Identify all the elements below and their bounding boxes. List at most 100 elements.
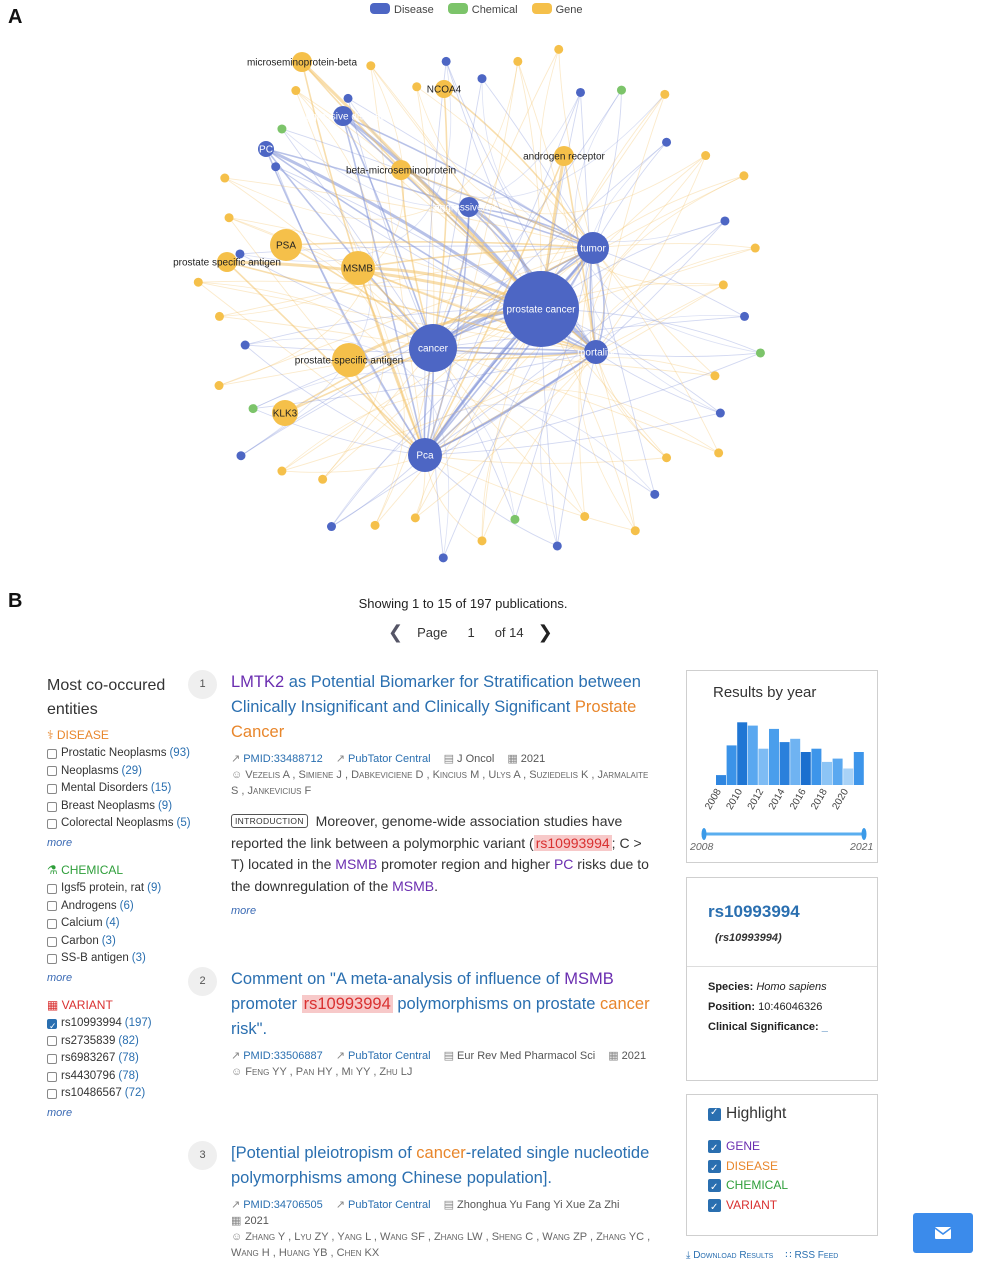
checkbox[interactable] xyxy=(47,1089,57,1100)
network-node[interactable] xyxy=(459,197,479,217)
checkbox-checked[interactable] xyxy=(708,1198,721,1217)
year-bar[interactable] xyxy=(790,738,801,785)
network-node[interactable] xyxy=(193,277,203,287)
checkbox[interactable] xyxy=(47,766,57,777)
entity-item[interactable]: rs2735839(82) xyxy=(47,1033,212,1051)
highlight-disease[interactable]: DISEASE xyxy=(708,1157,877,1178)
pmid-link[interactable]: PMID:33488712 xyxy=(243,753,323,765)
range-handle[interactable] xyxy=(701,828,707,840)
network-node[interactable] xyxy=(477,536,487,546)
checkbox[interactable] xyxy=(47,901,57,912)
network-node[interactable] xyxy=(718,280,728,290)
checkbox[interactable] xyxy=(47,783,57,794)
year-bar[interactable] xyxy=(853,752,864,785)
network-node[interactable] xyxy=(510,514,520,524)
network-node[interactable] xyxy=(755,348,765,358)
checkbox-checked[interactable] xyxy=(708,1139,721,1159)
network-node[interactable] xyxy=(616,85,626,95)
network-node[interactable] xyxy=(214,311,224,321)
network-node[interactable] xyxy=(513,56,523,66)
network-node[interactable] xyxy=(662,453,672,463)
network-node[interactable] xyxy=(575,87,585,97)
checkbox[interactable] xyxy=(47,918,57,929)
legend-chemical[interactable]: Chemical xyxy=(447,3,518,16)
legend-disease[interactable]: Disease xyxy=(370,3,434,16)
pmid-link[interactable]: PMID:34706505 xyxy=(243,1199,323,1211)
network-node[interactable] xyxy=(409,324,457,372)
checkbox[interactable] xyxy=(47,883,57,894)
network-node[interactable] xyxy=(258,141,274,157)
year-bar[interactable] xyxy=(843,768,854,786)
network-node[interactable] xyxy=(235,249,245,259)
network-node[interactable] xyxy=(584,340,608,364)
feedback-button[interactable] xyxy=(913,1213,973,1253)
network-node[interactable] xyxy=(554,146,574,166)
network-node[interactable] xyxy=(410,513,420,523)
publication-title[interactable]: LMTK2 as Potential Biomarker for Stratif… xyxy=(231,673,641,741)
network-node[interactable] xyxy=(370,520,380,530)
checkbox[interactable] xyxy=(47,1053,57,1064)
network-node[interactable] xyxy=(438,553,448,563)
entity-item[interactable]: SS-B antigen(3) xyxy=(47,950,212,968)
year-bar[interactable] xyxy=(811,748,822,785)
rss-feed-link[interactable]: ∷ RSS Feed xyxy=(785,1250,839,1261)
network-node[interactable] xyxy=(391,160,411,180)
network-node[interactable] xyxy=(577,232,609,264)
legend-gene[interactable]: Gene xyxy=(531,3,583,16)
checkbox-checked[interactable] xyxy=(708,1159,721,1178)
network-node[interactable] xyxy=(224,213,234,223)
pubtator-link[interactable]: PubTator Central xyxy=(348,1050,431,1062)
chemical-more-link[interactable]: more xyxy=(47,971,73,984)
year-bar[interactable] xyxy=(800,752,811,785)
checkbox-checked[interactable] xyxy=(708,1107,721,1121)
network-node[interactable] xyxy=(720,216,730,226)
variant-more-link[interactable]: more xyxy=(47,1106,73,1119)
network-node[interactable] xyxy=(277,124,287,134)
network-node[interactable] xyxy=(412,82,422,92)
network-node[interactable] xyxy=(277,466,287,476)
checkbox[interactable] xyxy=(47,1036,57,1047)
network-node[interactable] xyxy=(326,522,336,532)
network-node[interactable] xyxy=(715,408,725,418)
entity-item[interactable]: Calcium(4) xyxy=(47,915,212,933)
highlight-chemical[interactable]: CHEMICAL xyxy=(708,1176,877,1198)
network-node[interactable] xyxy=(214,381,224,391)
network-node[interactable] xyxy=(332,343,366,377)
checkbox[interactable] xyxy=(47,954,57,965)
year-bar[interactable] xyxy=(822,761,832,785)
network-node[interactable] xyxy=(271,162,281,172)
network-node[interactable] xyxy=(408,438,442,472)
pubtator-link[interactable]: PubTator Central xyxy=(348,1199,431,1211)
network-node[interactable] xyxy=(435,80,453,98)
network-node[interactable] xyxy=(650,489,660,499)
network-node[interactable] xyxy=(580,511,590,521)
network-node[interactable] xyxy=(701,151,711,161)
publication-title[interactable]: [Potential pleiotropism of cancer-relate… xyxy=(231,1144,650,1187)
pmid-link[interactable]: PMID:33506887 xyxy=(243,1050,323,1062)
entity-item[interactable]: Breast Neoplasms(9) xyxy=(47,798,212,816)
entity-item[interactable]: Carbon(3) xyxy=(47,933,212,951)
network-svg[interactable]: prostate cancercancerPcatumormortalityag… xyxy=(0,0,982,575)
pubtator-link[interactable]: PubTator Central xyxy=(348,753,431,765)
entity-item[interactable]: rs10993994(197) xyxy=(47,1015,212,1035)
network-node[interactable] xyxy=(240,340,250,350)
network-node[interactable] xyxy=(554,44,564,54)
year-bar[interactable] xyxy=(758,748,769,785)
network-node[interactable] xyxy=(441,56,451,66)
checkbox[interactable] xyxy=(47,748,57,759)
network-node[interactable] xyxy=(714,448,724,458)
network-node[interactable] xyxy=(477,74,487,84)
network-node[interactable] xyxy=(750,243,760,253)
entity-item[interactable]: Neoplasms(29) xyxy=(47,763,212,781)
network-node[interactable] xyxy=(740,311,750,321)
network-node[interactable] xyxy=(503,271,579,347)
checkbox[interactable] xyxy=(47,936,57,947)
network-node[interactable] xyxy=(662,137,672,147)
network-node[interactable] xyxy=(220,173,230,183)
variant-id[interactable]: rs10993994 xyxy=(708,902,800,921)
year-bar[interactable] xyxy=(726,745,737,785)
highlight-gene[interactable]: GENE xyxy=(708,1137,877,1159)
network-node[interactable] xyxy=(217,252,237,272)
